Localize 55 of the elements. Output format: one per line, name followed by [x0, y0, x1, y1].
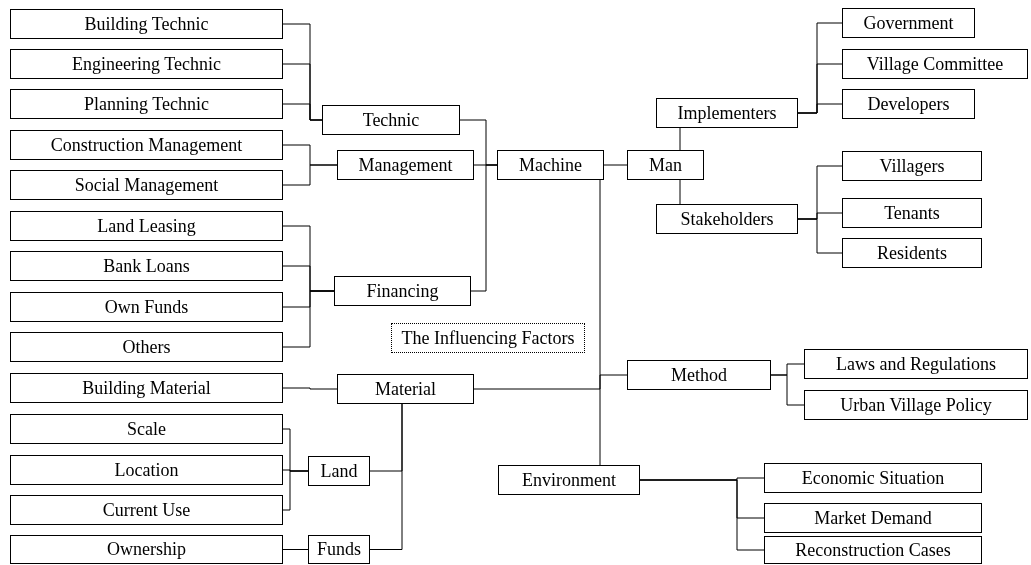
factor-box: Tenants: [842, 198, 982, 228]
factor-box: Residents: [842, 238, 982, 268]
factor-box: Engineering Technic: [10, 49, 283, 79]
connector-line: [282, 290, 335, 348]
factor-box: Current Use: [10, 495, 283, 525]
factor-box: Planning Technic: [10, 89, 283, 119]
connector-line: [282, 549, 309, 550]
factor-box: Reconstruction Cases: [764, 536, 982, 564]
connector-line: [797, 103, 843, 114]
factor-box: Own Funds: [10, 292, 283, 322]
connector-line: [797, 218, 843, 254]
connector-line: [679, 179, 681, 205]
factor-box: Market Demand: [764, 503, 982, 533]
factor-box: Construction Management: [10, 130, 283, 160]
connector-line: [282, 470, 309, 511]
factor-box: Bank Loans: [10, 251, 283, 281]
connector-line: [282, 164, 338, 186]
factor-box: Building Technic: [10, 9, 283, 39]
factor-box: Urban Village Policy: [804, 390, 1028, 420]
connector-line: [470, 164, 498, 292]
factor-box: Scale: [10, 414, 283, 444]
factor-box: Machine: [497, 150, 604, 180]
connector-line: [770, 374, 805, 406]
connector-line: [679, 127, 681, 151]
factor-box: Environment: [498, 465, 640, 495]
factor-box: Funds: [308, 535, 370, 564]
connector-line: [639, 479, 765, 551]
factor-box: Government: [842, 8, 975, 38]
factor-box: Location: [10, 455, 283, 485]
connector-line: [369, 403, 403, 550]
connector-line: [282, 387, 338, 390]
connector-line: [599, 179, 601, 466]
factor-box: Man: [627, 150, 704, 180]
factor-box: Ownership: [10, 535, 283, 564]
factor-box: Village Committee: [842, 49, 1028, 79]
factor-box: Economic Situation: [764, 463, 982, 493]
factor-box: Land: [308, 456, 370, 486]
factor-box: Laws and Regulations: [804, 349, 1028, 379]
connector-line: [473, 374, 628, 390]
factor-box: Financing: [334, 276, 471, 306]
factor-box: Material: [337, 374, 474, 404]
title-box: The Influencing Factors: [391, 323, 585, 353]
factor-box: Management: [337, 150, 474, 180]
factor-box: Developers: [842, 89, 975, 119]
factor-box: Others: [10, 332, 283, 362]
factor-box: Building Material: [10, 373, 283, 403]
factor-box: Method: [627, 360, 771, 390]
connector-line: [603, 164, 628, 166]
factor-box: Social Management: [10, 170, 283, 200]
connector-line: [282, 103, 323, 121]
factor-box: Land Leasing: [10, 211, 283, 241]
factor-box: Stakeholders: [656, 204, 798, 234]
factor-box: Implementers: [656, 98, 798, 128]
factor-box: Villagers: [842, 151, 982, 181]
factor-box: Technic: [322, 105, 460, 135]
